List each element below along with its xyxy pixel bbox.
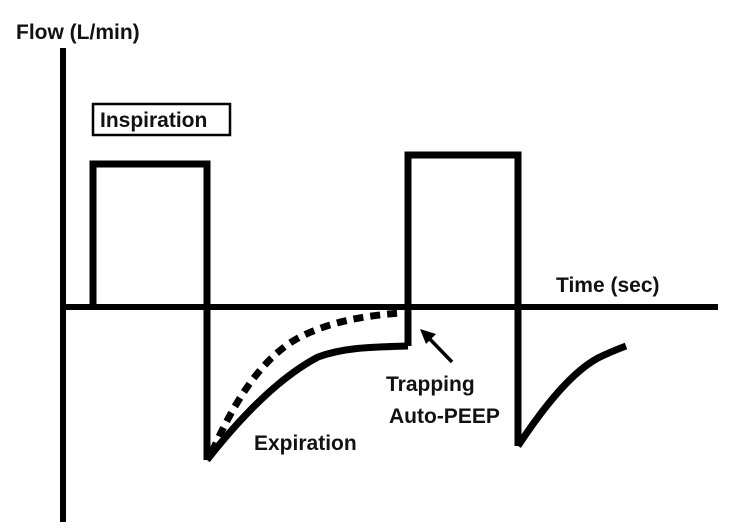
inspiration-label: Inspiration: [100, 109, 207, 132]
expiration-label: Expiration: [254, 432, 357, 455]
y-axis-label: Flow (L/min): [16, 21, 140, 44]
inspiration-label-box: [91, 102, 232, 137]
arrow-icon: [420, 329, 454, 364]
auto-peep-label: Auto-PEEP: [389, 405, 500, 428]
trapping-label: Trapping: [386, 373, 475, 396]
inspiration-pulse-1: [89, 160, 211, 460]
second-expiration-curve: [515, 342, 628, 448]
trapped-expiration-curve: [204, 342, 409, 463]
inspiration-pulse-2: [404, 151, 522, 446]
x-axis-label: Time (sec): [556, 274, 660, 297]
